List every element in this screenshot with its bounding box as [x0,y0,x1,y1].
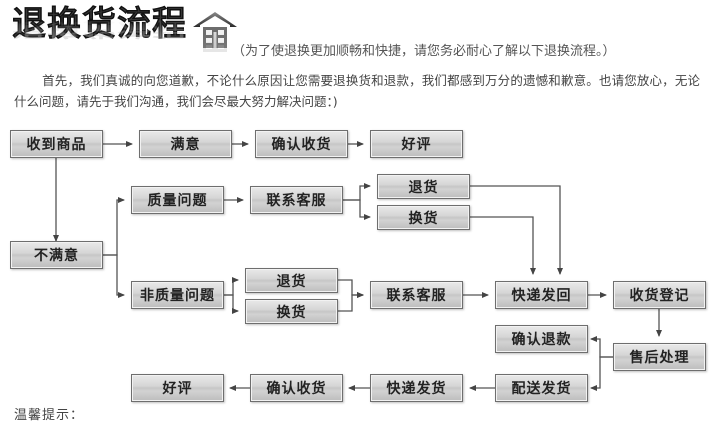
node-contact-service-mid[interactable]: 联系客服 [370,281,463,309]
node-dispatch-shipment[interactable]: 配送发货 [495,374,588,402]
node-after-sales-handling[interactable]: 售后处理 [613,343,706,371]
node-exchange-top[interactable]: 换货 [377,205,470,230]
header-subtitle: （为了使退换更加顺畅和快捷，请您务必耐心了解以下退换流程。） [232,44,616,59]
node-confirm-refund[interactable]: 确认退款 [495,325,588,353]
returns-flowchart: 收到商品 满意 确认收货 好评 质量问题 联系客服 退货 换货 不满意 非质量问… [0,118,711,408]
node-positive-review-top[interactable]: 好评 [370,130,463,158]
intro-text: 首先，我们真诚的向您道歉，不论什么原因让您需要退换货和退款，我们都感到万分的遗憾… [14,73,700,109]
node-quality-issue[interactable]: 质量问题 [131,186,224,214]
flowchart-connectors [53,141,662,391]
node-confirm-receipt-bottom[interactable]: 确认收货 [250,374,343,402]
node-confirm-receipt-top[interactable]: 确认收货 [255,130,348,158]
node-positive-review-bottom[interactable]: 好评 [131,374,224,402]
node-non-quality-issue[interactable]: 非质量问题 [131,281,224,309]
page-header: 退换货流程 退换货流程 （为了使退换更加顺畅和快捷，请您务必耐心了解以下退换流程… [0,0,711,66]
warm-tip-label: 温馨提示： [14,408,85,423]
node-contact-service-top[interactable]: 联系客服 [250,186,343,214]
node-ship-back[interactable]: 快递发回 [495,281,588,309]
node-return-mid[interactable]: 退货 [245,268,338,293]
house-icon [193,12,237,48]
house-icon-reflection [203,34,227,52]
node-received-goods[interactable]: 收到商品 [10,130,103,158]
node-receipt-registration[interactable]: 收货登记 [613,281,706,309]
intro-paragraph: 首先，我们真诚的向您道歉，不论什么原因让您需要退换货和退款，我们都感到万分的遗憾… [14,70,700,112]
node-unsatisfied[interactable]: 不满意 [10,241,103,269]
node-return-top[interactable]: 退货 [377,174,470,199]
page-title: 退换货流程 [12,4,187,44]
node-exchange-mid[interactable]: 换货 [245,299,338,324]
node-satisfied[interactable]: 满意 [139,130,232,158]
node-express-shipment[interactable]: 快递发货 [370,374,463,402]
